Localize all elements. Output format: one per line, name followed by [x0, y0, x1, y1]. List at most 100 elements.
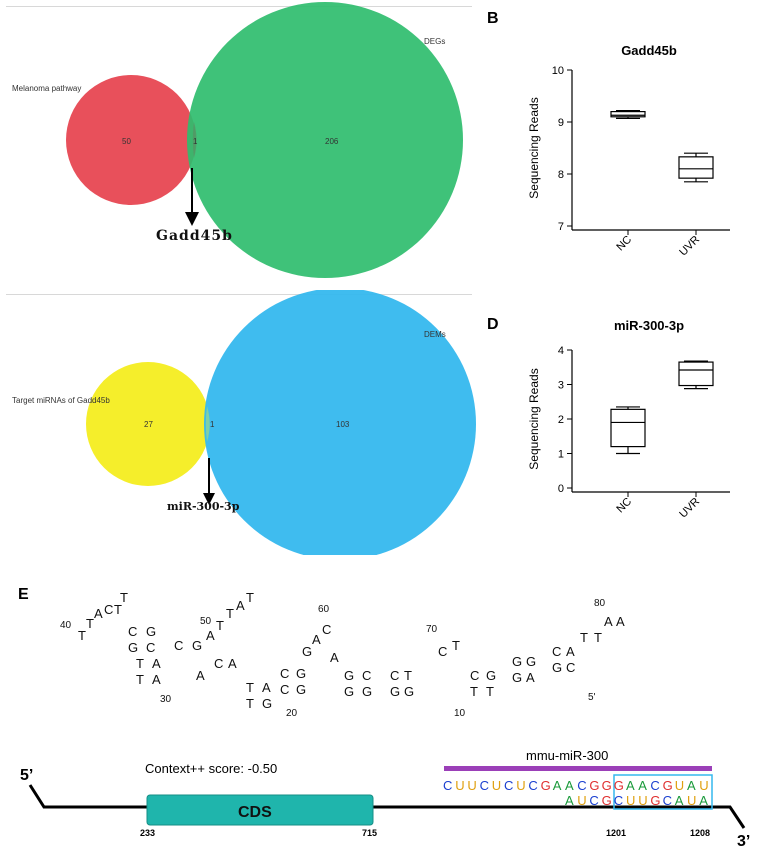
venn-a-left-circle [66, 75, 196, 205]
mirna-bar [444, 766, 712, 771]
venn-c-overlap-count: 1 [210, 420, 215, 429]
mirna-name: mmu-miR-300 [526, 748, 608, 763]
svg-text:G: G [302, 644, 312, 659]
y-tick-label: 2 [558, 414, 564, 426]
nucleotide: U [687, 793, 696, 808]
svg-text:G: G [486, 668, 496, 683]
svg-text:C: C [438, 644, 447, 659]
svg-text:A: A [94, 606, 103, 621]
nucleotide: A [638, 778, 647, 793]
svg-text:T: T [136, 672, 144, 687]
svg-text:C: C [390, 668, 399, 683]
svg-text:T: T [594, 630, 602, 645]
svg-text:T: T [114, 602, 122, 617]
site-start: 1201 [606, 828, 626, 838]
nucleotide: G [650, 793, 660, 808]
svg-text:C: C [128, 624, 137, 639]
svg-text:T: T [470, 684, 478, 699]
svg-text:G: G [390, 684, 400, 699]
svg-text:A: A [262, 680, 271, 695]
box [678, 156, 714, 179]
svg-text:G: G [262, 696, 272, 711]
cds-end: 715 [362, 828, 377, 838]
svg-text:G: G [362, 684, 372, 699]
svg-text:G: G [344, 684, 354, 699]
nucleotide: U [455, 778, 464, 793]
svg-text:A: A [236, 598, 245, 613]
svg-text:G: G [296, 682, 306, 697]
svg-text:C: C [104, 602, 113, 617]
nucleotide: A [687, 778, 696, 793]
structure-label-5prime: 5' [588, 692, 596, 703]
venn-c [86, 290, 476, 555]
structure-label-70: 70 [426, 624, 438, 635]
nucleotide: U [467, 778, 476, 793]
x-tick-label: UVR [677, 496, 702, 521]
venn-a-right-label: DEGs [424, 37, 446, 46]
svg-text:T: T [120, 590, 128, 605]
venn-c-right-label: DEMs [424, 330, 446, 339]
structure-label-50: 50 [200, 616, 212, 627]
cds-start: 233 [140, 828, 155, 838]
structure-label-60: 60 [318, 604, 330, 615]
chart-title: Gadd45b [621, 43, 677, 58]
venn-c-right-count: 103 [336, 420, 350, 429]
svg-text:G: G [404, 684, 414, 699]
svg-text:T: T [246, 680, 254, 695]
nucleotide: C [443, 778, 452, 793]
venn-a-left-label: Melanoma pathway [12, 84, 82, 93]
svg-text:T: T [226, 606, 234, 621]
nucleotide: G [589, 778, 599, 793]
y-tick-label: 0 [558, 483, 564, 495]
venn-a-right-count: 206 [325, 137, 339, 146]
nucleotide: C [577, 778, 586, 793]
nucleotide: C [614, 793, 623, 808]
venn-c-left-count: 27 [144, 420, 153, 429]
x-tick-label: NC [614, 234, 634, 254]
svg-text:T: T [86, 616, 94, 631]
svg-text:G: G [512, 670, 522, 685]
nucleotide: U [577, 793, 586, 808]
context-score: Context++ score: -0.50 [145, 761, 277, 776]
svg-text:A: A [206, 628, 215, 643]
svg-text:C: C [362, 668, 371, 683]
svg-text:A: A [312, 632, 321, 647]
box [610, 408, 646, 448]
nucleotide: G [663, 778, 673, 793]
nucleotide: U [675, 778, 684, 793]
cds-box [146, 794, 374, 826]
panel-d-letter: D [487, 316, 499, 333]
y-tick-label: 3 [558, 380, 564, 392]
svg-text:G: G [146, 624, 156, 639]
svg-text:A: A [526, 670, 535, 685]
svg-text:C: C [280, 682, 289, 697]
nucleotide: U [626, 793, 635, 808]
svg-text:G: G [344, 668, 354, 683]
nucleotide: C [663, 793, 672, 808]
svg-text:A: A [152, 672, 161, 687]
svg-text:G: G [192, 638, 202, 653]
nucleotide: A [626, 778, 635, 793]
x-tick-label: UVR [677, 234, 702, 259]
nucleotide: U [638, 793, 647, 808]
box [678, 361, 714, 387]
nucleotide: A [699, 793, 708, 808]
svg-text:C: C [322, 622, 331, 637]
box [610, 110, 646, 118]
svg-text:A: A [196, 668, 205, 683]
svg-text:G: G [512, 654, 522, 669]
svg-text:C: C [566, 660, 575, 675]
nucleotide: A [565, 778, 574, 793]
venn-a-overlap-count: 1 [193, 137, 198, 146]
nucleotide: G [602, 793, 612, 808]
svg-text:T: T [452, 638, 460, 653]
venn-c-arrowhead [203, 493, 215, 505]
venn-a [66, 2, 463, 278]
svg-text:T: T [216, 618, 224, 633]
y-tick-label: 7 [558, 221, 564, 233]
utr-schematic: 5’ 3’ Context++ score: -0.50 CDS 233 715… [20, 748, 750, 847]
structure-label-20: 20 [286, 708, 298, 719]
y-tick-label: 9 [558, 117, 564, 129]
